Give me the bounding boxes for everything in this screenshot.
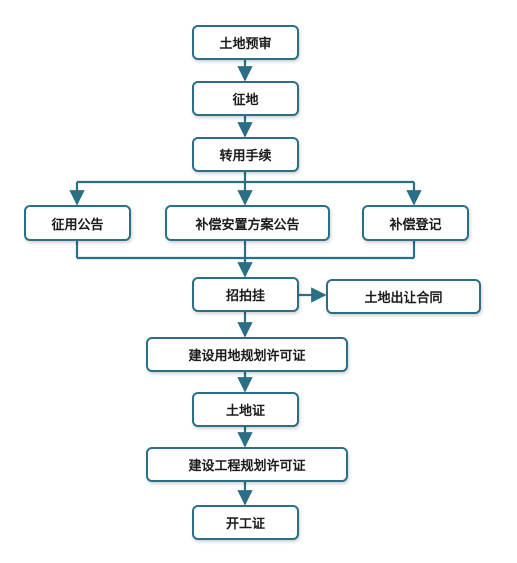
node-conversion-procedure: 转用手续 [192, 137, 299, 172]
node-land-transfer-contract: 土地出让合同 [326, 279, 481, 314]
node-expropriation-notice: 征用公告 [24, 205, 131, 241]
node-land-certificate: 土地证 [192, 392, 299, 427]
node-engineering-planning-permit: 建设工程规划许可证 [146, 447, 348, 482]
node-compensation-plan-notice: 补偿安置方案公告 [165, 205, 330, 241]
node-land-preview: 土地预审 [192, 25, 299, 60]
node-compensation-register: 补偿登记 [362, 205, 469, 241]
node-construction-permit: 开工证 [192, 505, 299, 540]
node-expropriation: 征地 [192, 81, 299, 116]
node-tender-auction-listing: 招拍挂 [192, 277, 299, 312]
node-land-use-planning-permit: 建设用地规划许可证 [146, 337, 348, 372]
